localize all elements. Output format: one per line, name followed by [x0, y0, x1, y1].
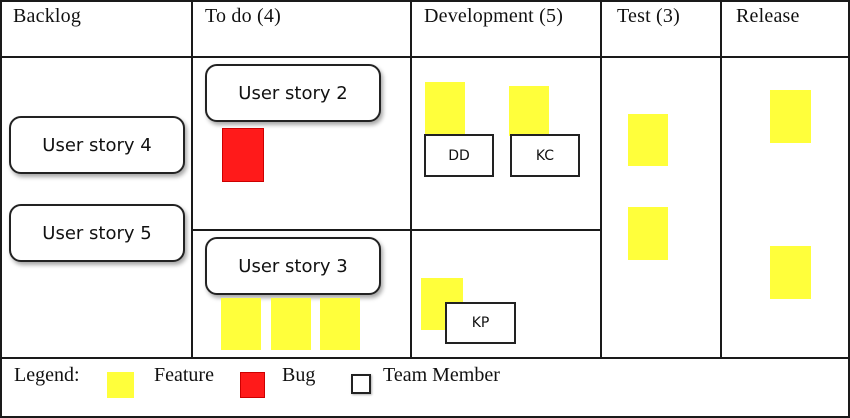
team-member-tag[interactable]: KC [510, 134, 580, 177]
feature-card[interactable] [271, 298, 311, 350]
feature-card[interactable] [425, 82, 465, 136]
story-card-backlog-2[interactable]: User story 5 [9, 204, 185, 262]
column-header-release: Release [736, 5, 800, 27]
legend-feature-label: Feature [154, 364, 214, 386]
col-divider-4 [720, 0, 722, 358]
column-header-todo: To do (4) [205, 5, 281, 27]
left-border [0, 0, 2, 418]
legend-bug-swatch [240, 372, 265, 398]
bug-card[interactable] [222, 128, 264, 182]
col-divider-1 [191, 0, 193, 358]
column-header-test: Test (3) [617, 5, 680, 27]
row-divider [192, 229, 602, 231]
col-divider-2 [410, 0, 412, 358]
top-border [0, 0, 850, 2]
feature-card[interactable] [628, 114, 668, 166]
feature-card[interactable] [628, 207, 668, 260]
team-member-tag[interactable]: KP [445, 302, 516, 344]
bottom-border [0, 416, 850, 418]
feature-card[interactable] [221, 298, 261, 350]
feature-card[interactable] [320, 298, 360, 350]
legend-member-label: Team Member [383, 364, 500, 386]
feature-card[interactable] [770, 90, 811, 143]
right-border [848, 0, 850, 418]
story-card-backlog-1[interactable]: User story 4 [9, 116, 185, 174]
legend-member-swatch [351, 374, 371, 394]
header-divider [0, 56, 850, 58]
team-member-tag[interactable]: DD [424, 134, 494, 177]
feature-card[interactable] [770, 246, 811, 299]
col-divider-3 [600, 0, 602, 358]
story-card-todo-2[interactable]: User story 3 [205, 237, 381, 295]
legend-divider [0, 357, 850, 359]
legend-title: Legend: [14, 364, 80, 386]
column-header-backlog: Backlog [13, 5, 82, 27]
column-header-development: Development (5) [424, 5, 564, 27]
legend-bug-label: Bug [282, 364, 316, 386]
feature-card[interactable] [509, 86, 549, 136]
legend-feature-swatch [107, 372, 134, 398]
story-card-todo-1[interactable]: User story 2 [205, 64, 381, 122]
